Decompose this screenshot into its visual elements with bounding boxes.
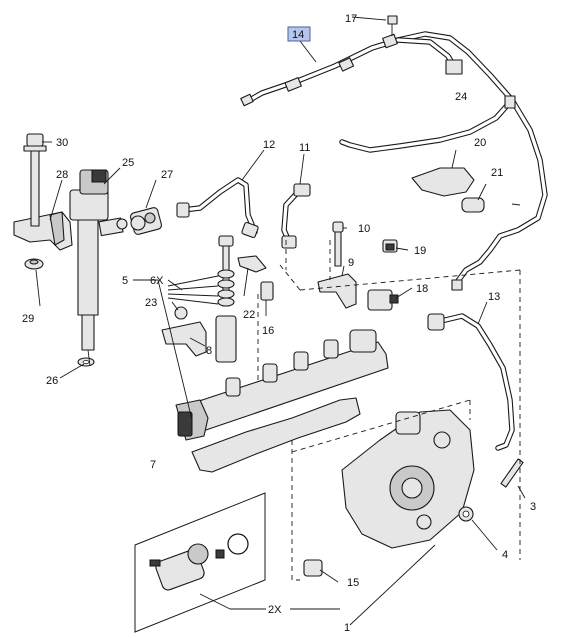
callout-15: 15	[347, 577, 359, 589]
pressure-sensor	[382, 239, 398, 253]
callout-5: 5	[122, 275, 128, 287]
metering-valve-box	[134, 492, 266, 633]
callout-3: 3	[530, 501, 536, 513]
return-hose	[240, 31, 548, 291]
bracket-part-20	[411, 167, 475, 197]
leader-lines	[35, 16, 526, 626]
callouts: 17 14 24 30 25 28 27 12 11 20 21 10 19 9…	[22, 13, 536, 634]
callout-28: 28	[56, 169, 68, 181]
connector-part-18	[367, 289, 399, 311]
clip-part-17	[387, 15, 398, 36]
callout-10: 10	[358, 223, 370, 235]
high-pressure-pump	[341, 409, 475, 549]
callout-16: 16	[262, 325, 274, 337]
callout-18: 18	[416, 283, 428, 295]
callout-19: 19	[414, 245, 426, 257]
callout-14-highlight: 14	[287, 26, 311, 42]
callout-9: 9	[348, 257, 354, 269]
callout-21: 21	[491, 167, 503, 179]
bracket-part-8	[161, 321, 207, 357]
rail-bolt-and-spacers	[215, 235, 237, 363]
callout-23: 23	[145, 297, 157, 309]
washer-part-29	[24, 258, 44, 270]
injector-pipe-short	[281, 183, 311, 249]
callout-2x: 2X	[268, 604, 282, 616]
callout-27: 27	[161, 169, 173, 181]
callout-7: 7	[150, 459, 156, 471]
callout-4: 4	[502, 549, 508, 561]
callout-6x: 6X	[150, 275, 164, 287]
injector-pipe	[176, 177, 259, 239]
callout-14: 14	[292, 29, 304, 41]
injector-assembly	[69, 169, 128, 351]
injector-clamp	[13, 211, 73, 251]
callout-29: 29	[22, 313, 34, 325]
callout-26: 26	[46, 375, 58, 387]
stud-part-3	[500, 458, 524, 488]
clip-part-22	[237, 255, 267, 273]
callout-17: 17	[345, 13, 357, 25]
callout-24: 24	[455, 91, 467, 103]
clip-part-21	[461, 197, 485, 213]
seal-washer-part-26	[77, 357, 95, 367]
pump-pipe	[427, 313, 515, 451]
callout-8: 8	[206, 345, 212, 357]
callout-11: 11	[299, 142, 310, 154]
callout-12: 12	[263, 139, 275, 151]
leakoff-fitting	[129, 207, 163, 235]
callout-22: 22	[243, 309, 255, 321]
assembly-dashed-lines	[257, 240, 521, 581]
callout-13: 13	[488, 291, 500, 303]
clamp-bolt	[23, 133, 47, 227]
rail-bracket-part-7	[191, 397, 361, 473]
nut-part-4	[458, 506, 474, 522]
callout-20: 20	[474, 137, 486, 149]
callout-30: 30	[56, 137, 68, 149]
clip-part-16	[260, 281, 274, 301]
callout-25: 25	[122, 157, 134, 169]
bolt-part-10	[332, 221, 344, 267]
callout-1: 1	[344, 622, 350, 634]
connector-part-15	[303, 559, 323, 577]
bracket-part-9	[317, 273, 357, 309]
